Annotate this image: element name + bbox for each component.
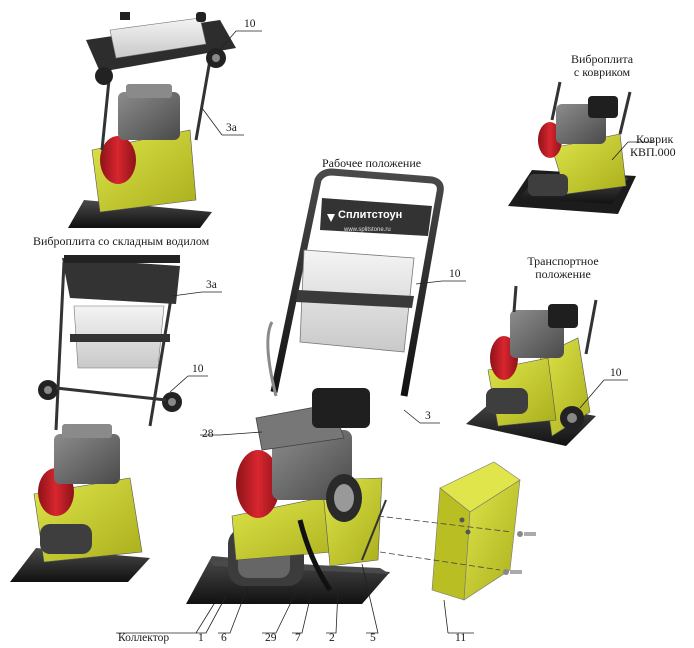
- callout-10-main: 10: [449, 268, 461, 280]
- callout-1: 1: [198, 632, 204, 644]
- callout-10-transport: 10: [610, 367, 622, 379]
- caption-transport-line2: положение: [535, 267, 591, 281]
- machine-top-left: [68, 12, 236, 228]
- callout-10-left: 10: [192, 363, 204, 375]
- caption-folding-handle: Виброплита со складным водилом: [33, 234, 210, 248]
- caption-working-position: Рабочее положение: [322, 156, 422, 170]
- callout-2: 2: [329, 632, 335, 644]
- leader-lines: [116, 30, 654, 634]
- callout-28: 28: [202, 428, 214, 440]
- callout-10-top: 10: [244, 18, 256, 30]
- machine-left: [10, 255, 182, 582]
- callout-3a-mid: 3а: [206, 279, 217, 291]
- caption-with-mat-line1: Виброплита: [570, 52, 634, 66]
- callout-3: 3: [425, 410, 431, 422]
- brand-name: Сплитстоун: [338, 209, 403, 221]
- callout-7: 7: [295, 632, 301, 644]
- machine-with-mat: [508, 81, 636, 214]
- caption-with-mat-line2: с ковриком: [573, 65, 631, 79]
- machine-main: [186, 168, 444, 604]
- mat-label-line2: КВП.000: [630, 145, 676, 159]
- callout-collector: Коллектор: [118, 632, 170, 644]
- cover-part-11: [377, 461, 536, 601]
- callout-11: 11: [455, 632, 467, 644]
- callout-3a-top: 3а: [226, 122, 237, 134]
- callout-6: 6: [221, 632, 227, 644]
- machine-transport: [466, 285, 598, 446]
- brand-site: www.splitstone.ru: [344, 227, 391, 233]
- caption-transport-line1: Транспортное: [527, 254, 599, 268]
- brand-logo: [327, 214, 335, 222]
- callout-5: 5: [370, 632, 376, 644]
- mat-label-line1: Коврик: [636, 132, 674, 146]
- callout-29: 29: [265, 632, 277, 644]
